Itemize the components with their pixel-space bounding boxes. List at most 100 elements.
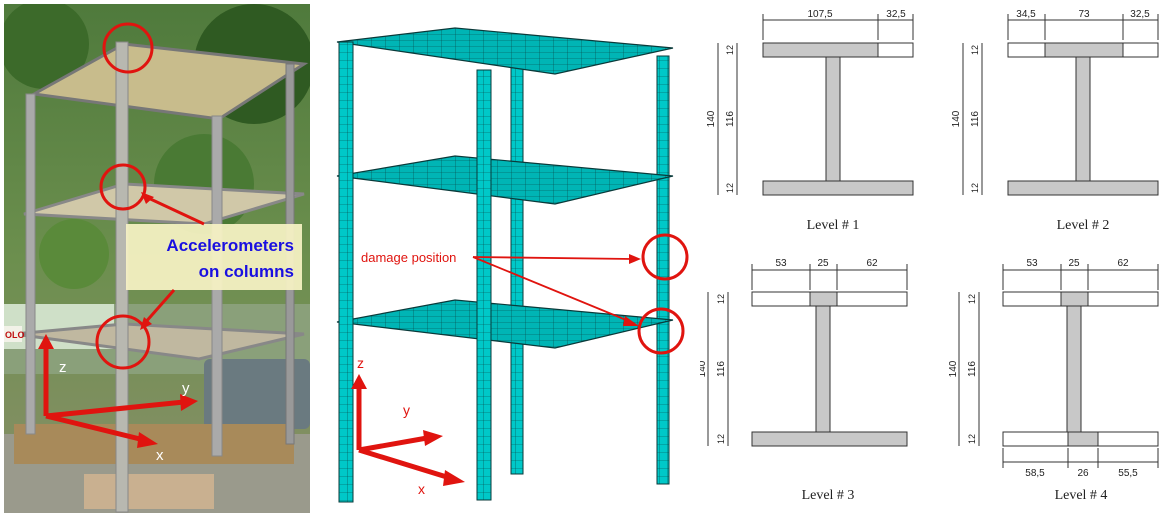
axis-x-label: x (156, 447, 164, 464)
section-caption: Level # 4 (1055, 488, 1108, 503)
flange-bottom (751, 431, 908, 447)
fem-axis-x-label: x (418, 481, 425, 497)
left-dim-total: 140 (706, 110, 717, 127)
fem-column-back-right (656, 55, 670, 485)
left-dim-flange: 12 (725, 45, 735, 55)
left-dim-web: 116 (967, 361, 978, 377)
section-level-4: 53 25 62 58,5 26 55,5 140 116 12 12 Leve… (948, 258, 1159, 503)
fem-axis-x-line (358, 447, 451, 481)
web (815, 305, 831, 433)
tree-foliage (39, 219, 109, 289)
fem-slab-bottom (336, 299, 674, 349)
left-dim-flange: 12 (970, 45, 980, 55)
top-dim: 107,5 (807, 9, 832, 20)
left-dim-flange: 12 (725, 183, 735, 193)
accelerometer-marker-bottom (95, 314, 151, 370)
axis-y-label: y (182, 380, 190, 397)
flange-top-filled (1060, 291, 1089, 307)
arrowhead-icon (443, 470, 465, 486)
axis-z-label: z (59, 359, 67, 376)
top-dim: 32,5 (886, 9, 906, 20)
section-caption: Level # 3 (802, 488, 855, 503)
left-dim-flange: 12 (716, 294, 726, 304)
bottom-dim: 26 (1077, 468, 1089, 479)
left-dim-flange: 12 (967, 294, 977, 304)
accelerometer-marker-middle (99, 163, 147, 211)
tree-foliage (0, 0, 89, 89)
axis-y-line (45, 399, 185, 419)
arrowhead-icon (141, 192, 154, 204)
left-dim-total: 140 (948, 360, 959, 377)
arrowhead-icon (140, 317, 152, 330)
flange-bottom-filled (1067, 431, 1099, 447)
arrowhead-icon (180, 394, 198, 411)
section-level-2: 34,5 73 32,5 140 116 12 12 Level # 2 (951, 9, 1159, 233)
top-dim: 73 (1078, 9, 1090, 20)
left-dim-total: 140 (951, 110, 962, 127)
floor-slab-top (29, 42, 309, 121)
web (1066, 305, 1082, 433)
callout-arrow-lower (142, 289, 176, 325)
sign-text: OLO (5, 330, 25, 340)
flange-bottom (1007, 180, 1159, 196)
callout-line-2: on columns (199, 262, 294, 281)
fem-axis-z-label: z (357, 355, 364, 371)
bottom-dim: 55,5 (1118, 468, 1138, 479)
damage-arrow-lower (472, 256, 632, 323)
callout-arrow-upper (143, 194, 205, 226)
left-dim-total: 140 (700, 360, 708, 377)
left-dim-web: 116 (716, 361, 727, 377)
flange-top-filled (809, 291, 838, 307)
fem-slab-top (336, 27, 674, 75)
section-caption: Level # 1 (807, 218, 860, 233)
photo-illustration: Accelerometers on columns OLO z y x (0, 0, 314, 513)
cross-sections: 107,5 32,5 140 116 12 12 Level # 1 34,5 … (697, 0, 1162, 517)
top-dim: 62 (866, 258, 878, 269)
column-left (25, 93, 36, 435)
top-dim: 25 (817, 258, 829, 269)
callout-line-1: Accelerometers (166, 236, 294, 255)
fem-column-front-center (476, 69, 492, 501)
fem-axis-y-label: y (403, 402, 410, 418)
callout-box (126, 224, 302, 290)
fem-column-back-left (510, 53, 524, 475)
web (825, 56, 841, 182)
fem-slab-middle (336, 155, 674, 205)
floor-slab-bottom (13, 322, 305, 361)
left-dim-web: 116 (725, 111, 736, 127)
top-dim: 53 (775, 258, 787, 269)
flange-top-filled (1044, 42, 1124, 58)
web (1075, 56, 1091, 182)
damage-arrow-upper (472, 256, 634, 260)
section-caption: Level # 2 (1057, 218, 1110, 233)
section-level-3: 53 25 62 140 116 12 12 Level # 3 (697, 258, 908, 503)
flange-bottom (762, 180, 914, 196)
left-dim-web: 116 (970, 111, 981, 127)
sections-illustration: 107,5 32,5 140 116 12 12 Level # 1 34,5 … (697, 9, 1159, 503)
arrowhead-icon (623, 316, 639, 326)
left-dim-flange: 12 (716, 434, 726, 444)
section-level-1: 107,5 32,5 140 116 12 12 Level # 1 (706, 9, 914, 233)
structure-photo: Accelerometers on columns OLO z y x (0, 0, 314, 513)
top-dim: 34,5 (1016, 9, 1036, 20)
damage-position-label: damage position (361, 250, 456, 265)
top-dim: 62 (1117, 258, 1129, 269)
fem-illustration: damage position z y x (336, 27, 689, 503)
damage-marker-lower (637, 307, 685, 355)
top-dim: 53 (1026, 258, 1038, 269)
axis-x-line (45, 413, 145, 443)
arrowhead-icon (629, 254, 641, 264)
top-dim: 32,5 (1130, 9, 1150, 20)
parked-car (204, 359, 310, 429)
arrowhead-icon (38, 334, 54, 349)
left-dim-flange: 12 (970, 183, 980, 193)
arrowhead-icon (423, 430, 443, 446)
top-dim: 25 (1068, 258, 1080, 269)
flange-top-void (877, 42, 914, 58)
warning-sign (4, 326, 22, 342)
bottom-dim: 58,5 (1025, 468, 1045, 479)
arrowhead-icon (137, 432, 158, 448)
left-dim-flange: 12 (967, 434, 977, 444)
damage-marker-upper (641, 233, 689, 281)
accelerometer-marker-top (102, 22, 154, 74)
